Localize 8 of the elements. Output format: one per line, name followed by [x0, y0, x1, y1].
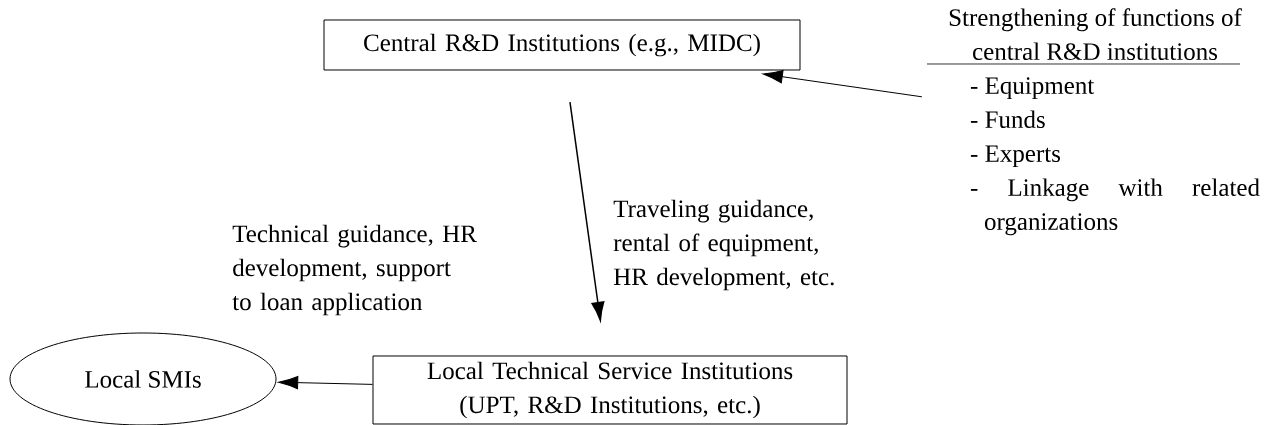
process-box: Central R&D Institutions (e.g., MIDC): [323, 19, 801, 71]
arrow: [569, 101, 605, 321]
arrow: [762, 70, 923, 98]
note-text: Strengthening of functions of central R&D institutions - Equipment - Funds - Experts - Linkage with related organizations: [926, 8, 1260, 236]
edge-label: Traveling guidance, rental of equipment, HR development, etc.: [611, 197, 851, 293]
edge-label: Technical guidance, HR development, support to loan application: [230, 222, 480, 318]
arrow: [278, 375, 373, 390]
process-box: Local Technical Service Institutions (UPT, R&D Institutions, etc.): [372, 355, 848, 425]
